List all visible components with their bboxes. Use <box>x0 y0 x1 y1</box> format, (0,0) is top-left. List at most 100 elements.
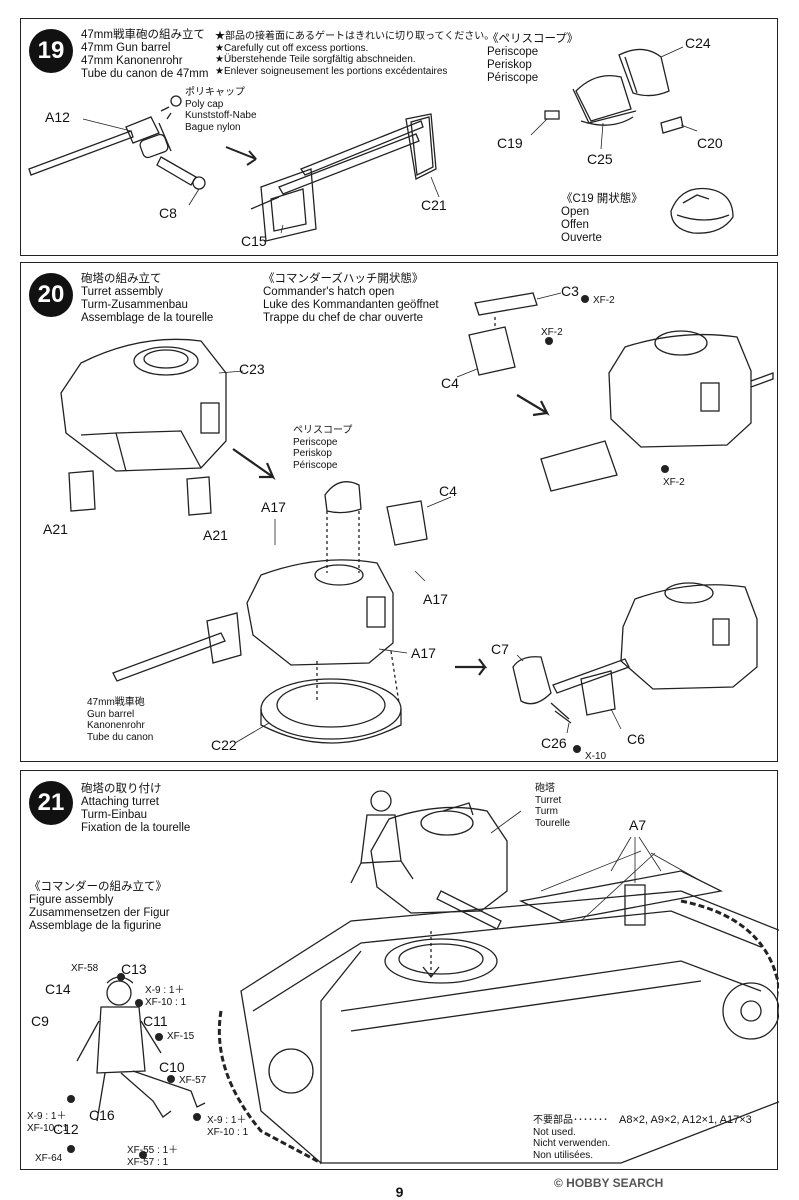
title-line: Tube du canon de 47mm <box>81 68 209 80</box>
step-21-illustration <box>67 790 779 1165</box>
paint-c11: XF-15 <box>167 1031 195 1042</box>
title-line: 47mm Gun barrel <box>81 42 171 54</box>
step-21-title: 砲塔の取り付け Attaching turret Turm-Einbau Fix… <box>81 783 190 835</box>
polycap-line: Bague nylon <box>185 121 241 133</box>
open-line: 《C19 開状態》 <box>561 193 643 205</box>
page-number: 9 <box>395 1184 404 1200</box>
part-c22: C22 <box>211 737 237 753</box>
gun-line: Tube du canon <box>87 731 154 743</box>
paint-xf58: XF-58 <box>71 963 99 974</box>
title-line: 砲塔の組み立て <box>81 273 162 285</box>
paint-hatch-inner: XF-2 <box>541 327 563 338</box>
part-a17-top: A17 <box>261 499 286 515</box>
part-c11: C11 <box>143 1013 168 1029</box>
part-c19: C19 <box>497 135 523 151</box>
part-c3: C3 <box>561 283 579 299</box>
gun-line: Kanonenrohr <box>87 720 145 731</box>
turret-line: 砲塔 <box>535 783 555 794</box>
mix-line: X-9 : 1＋ <box>207 1115 247 1126</box>
mix-line: XF-10 : 1 <box>27 1122 69 1134</box>
paint-c26: X-10 <box>585 751 607 762</box>
figure-line: Zusammensetzen der Figur <box>29 907 170 919</box>
mix-line: X-9 : 1＋ <box>145 985 185 996</box>
hatch-line: Commander's hatch open <box>263 286 395 298</box>
paint-c10: XF-57 <box>179 1075 207 1086</box>
step-20-title: 砲塔の組み立て Turret assembly Turm-Zusammenbau… <box>81 273 213 325</box>
not-used-line: Nicht verwenden. <box>533 1138 611 1149</box>
step-19-title: 47mm戦車砲の組み立て 47mm Gun barrel 47mm Kanone… <box>81 29 208 81</box>
polycap-label: ポリキャップ Poly cap Kunststoff-Nabe Bague ny… <box>185 87 257 133</box>
hatch-line: 《コマンダーズハッチ開状態》 <box>263 273 424 285</box>
part-c25: C25 <box>587 151 613 167</box>
part-c16: C16 <box>89 1107 115 1123</box>
part-c20: C20 <box>697 135 723 151</box>
part-c10: C10 <box>159 1059 185 1075</box>
figure-line: Assemblage de la figurine <box>29 920 162 932</box>
part-c23: C23 <box>239 361 265 377</box>
periscope-line: Periskop <box>293 448 332 459</box>
part-c9: C9 <box>31 1013 49 1029</box>
title-line: Fixation de la tourelle <box>81 822 191 834</box>
periscope-line: Périscope <box>293 459 338 471</box>
periscope-line: 《ペリスコープ》 <box>487 33 579 45</box>
part-c14: C14 <box>45 981 71 997</box>
part-c8: C8 <box>159 205 177 221</box>
title-line: Attaching turret <box>81 796 159 808</box>
part-a12: A12 <box>45 109 70 125</box>
not-used-note: 不要部品･･･････ Not used. Nicht verwenden. N… <box>533 1115 610 1161</box>
mix-line: XF-10 : 1 <box>145 996 187 1008</box>
figure-assembly-title: 《コマンダーの組み立て》 Figure assembly Zusammenset… <box>29 881 170 933</box>
mix-line: X-9 : 1＋ <box>27 1111 67 1122</box>
periscope-line: Periscope <box>293 436 338 448</box>
mix-line: XF-55 : 1＋ <box>127 1145 179 1156</box>
step-19-note: ★部品の接着面にあるゲートはきれいに切り取ってください。 ★Carefully … <box>215 31 494 77</box>
turret-line: Turret <box>535 794 562 806</box>
title-line: Turm-Einbau <box>81 809 148 821</box>
part-a17-mid: A17 <box>423 591 448 607</box>
title-line: 47mm Kanonenrohr <box>81 55 183 67</box>
turret-line: Turm <box>535 806 558 817</box>
periscope-subassembly-title: 《ペリスコープ》 Periscope Periskop Périscope <box>487 33 578 85</box>
open-line: Offen <box>561 219 589 231</box>
paint-c12: XF-64 <box>35 1153 63 1164</box>
part-c12: C12 <box>53 1121 79 1137</box>
title-line: 砲塔の取り付け <box>81 783 162 795</box>
periscope-line: ペリスコープ <box>293 425 353 436</box>
part-c24: C24 <box>685 35 711 51</box>
hatch-line: Trappe du chef de char ouverte <box>263 312 424 324</box>
polycap-line: ポリキャップ <box>185 87 245 98</box>
title-line: Turret assembly <box>81 286 164 298</box>
mix-line: XF-10 : 1 <box>207 1126 249 1138</box>
part-a21-left: A21 <box>43 521 68 537</box>
note-line: ★Carefully cut off excess portions. <box>215 42 369 54</box>
note-line: ★Überstehende Teile sorgfältig abschneid… <box>215 54 416 65</box>
turret-callout: 砲塔 Turret Turm Tourelle <box>535 783 570 829</box>
periscope-line: Periskop <box>487 59 532 71</box>
paint-c13-mix: X-9 : 1＋ XF-10 : 1 <box>145 985 186 1008</box>
polycap-line: Kunststoff-Nabe <box>185 110 257 121</box>
periscope-line: Périscope <box>487 72 539 84</box>
gun-barrel-callout: 47mm戦車砲 Gun barrel Kanonenrohr Tube du c… <box>87 697 153 743</box>
note-line: ★Enlever soigneusement les portions excé… <box>215 65 448 77</box>
paint-c3: XF-2 <box>593 295 615 306</box>
part-c13: C13 <box>121 961 147 977</box>
polycap-line: Poly cap <box>185 98 224 110</box>
c19-open-title: 《C19 開状態》 Open Offen Ouverte <box>561 193 643 245</box>
part-a17-bottom: A17 <box>411 645 436 661</box>
part-c4-hatch: C4 <box>441 375 459 391</box>
title-line: Assemblage de la tourelle <box>81 312 214 324</box>
part-c26: C26 <box>541 735 567 751</box>
title-line: 47mm戦車砲の組み立て <box>81 29 205 41</box>
step-19-number: 19 <box>29 29 73 73</box>
gun-line: Gun barrel <box>87 708 135 720</box>
part-c15: C15 <box>241 233 267 249</box>
step-20-number: 20 <box>29 273 73 317</box>
step-20-panel: 20 砲塔の組み立て Turret assembly Turm-Zusammen… <box>20 262 778 762</box>
figure-line: 《コマンダーの組み立て》 <box>29 881 167 893</box>
note-line: ★部品の接着面にあるゲートはきれいに切り取ってください。 <box>215 31 495 42</box>
periscope-line: Periscope <box>487 46 539 58</box>
not-used-parts: A8×2, A9×2, A12×1, A17×3 <box>619 1114 752 1126</box>
mix-line: XF-57 : 1 <box>127 1156 169 1168</box>
part-c6: C6 <box>627 731 645 747</box>
step-20-illustration <box>60 292 774 753</box>
